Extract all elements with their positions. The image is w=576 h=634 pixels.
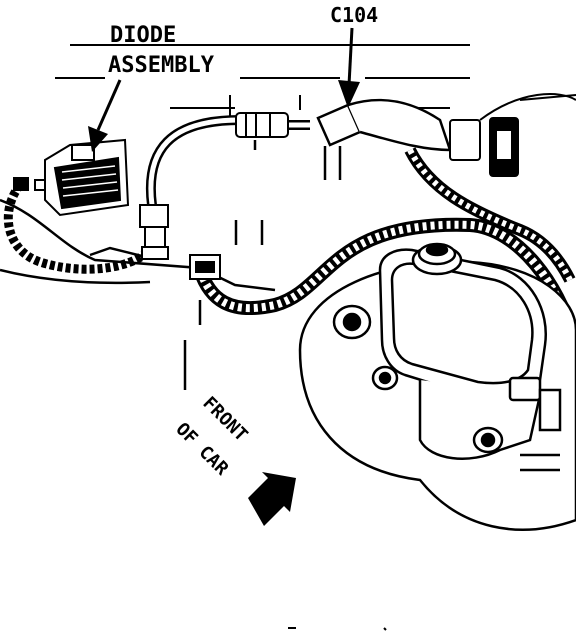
diode-callout-arrow (88, 79, 122, 152)
inline-connector (235, 112, 289, 138)
harness-connector (189, 254, 221, 280)
master-cylinder (378, 242, 562, 472)
diode-label-line1: DIODE (110, 23, 176, 48)
c104-connector (316, 98, 452, 180)
bottom-marks (288, 627, 387, 631)
right-connectors (449, 93, 576, 177)
diode-harness (3, 182, 154, 274)
c104-label: C104 (330, 3, 378, 27)
diode-label-line2: ASSEMBLY (108, 53, 215, 78)
line-fitting (139, 204, 169, 260)
diode-assembly (13, 138, 130, 217)
c104-callout-arrow (338, 27, 360, 108)
body-panel (0, 140, 276, 390)
front-arrow-icon (248, 472, 296, 526)
main-harness (193, 147, 576, 332)
